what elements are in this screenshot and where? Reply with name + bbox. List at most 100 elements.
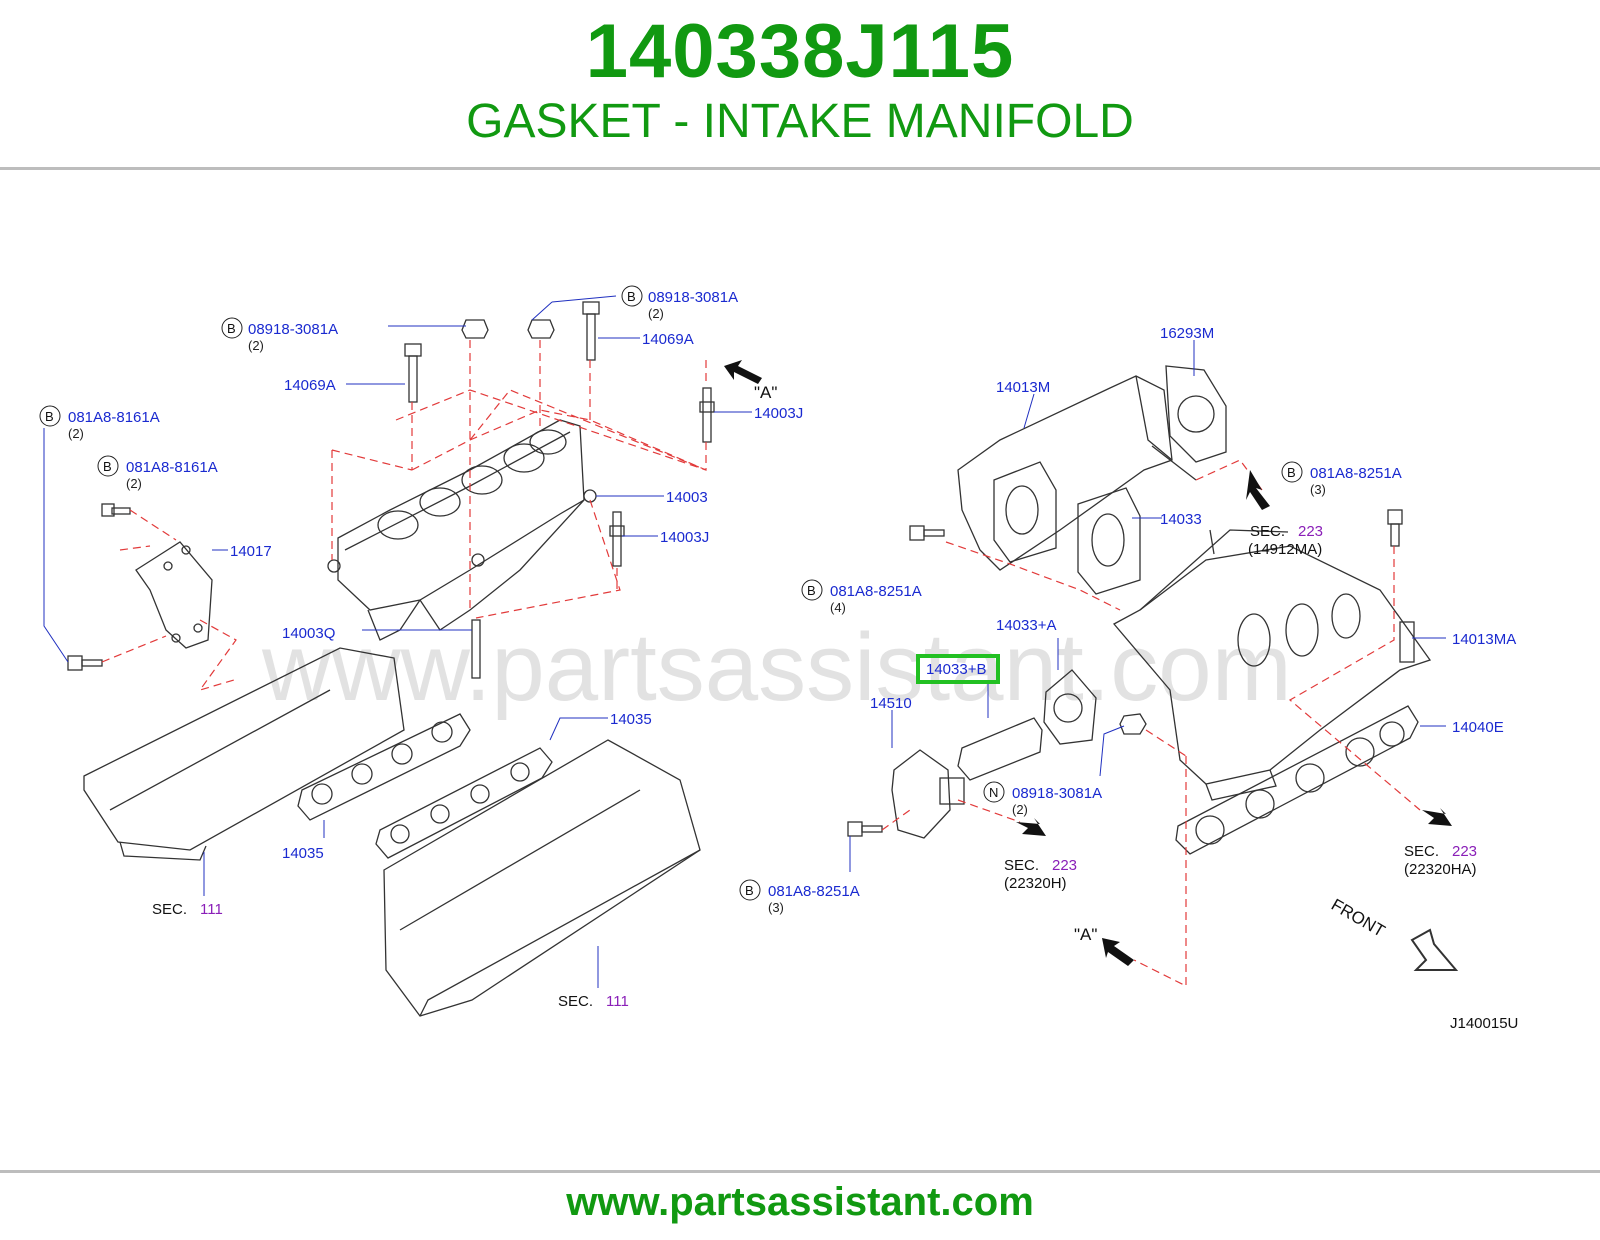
sec-223-a-ref: (14912MA) (1248, 541, 1322, 558)
sec-223-c-ref: (22320HA) (1404, 861, 1477, 878)
qty-081A8-8161A-1: (2) (68, 426, 84, 441)
svg-text:B: B (807, 583, 816, 598)
label-14069A-left[interactable]: 14069A (284, 377, 336, 394)
label-14033A[interactable]: 14033+A (996, 617, 1056, 634)
gasket-14033[interactable] (1077, 487, 1141, 595)
sec-223-c-word: SEC. (1404, 843, 1439, 860)
footer-divider (0, 1170, 1600, 1173)
sec-223-b-word: SEC. (1004, 857, 1039, 874)
label-081A8-8161A-1[interactable]: 081A8-8161A (68, 409, 160, 426)
qty-081A8-8251A-bot: (3) (768, 900, 784, 915)
svg-text:N: N (989, 785, 998, 800)
label-14040E[interactable]: 14040E (1452, 719, 1504, 736)
stud-14003J-top[interactable] (699, 387, 715, 443)
label-16293M[interactable]: 16293M (1160, 325, 1214, 342)
gasket-14033B[interactable] (957, 717, 1043, 781)
sec-223-b-ref: (22320H) (1004, 875, 1067, 892)
gasket-14033A[interactable] (1043, 669, 1097, 745)
bolt-081A8-8251A-bot[interactable] (847, 821, 883, 837)
label-14013M[interactable]: 14013M (996, 379, 1050, 396)
stud-14003J-mid[interactable] (609, 511, 625, 567)
front-label: FRONT (1328, 895, 1388, 941)
qty-081A8-8161A-2: (2) (126, 476, 142, 491)
svg-text:B: B (45, 409, 54, 424)
sec-223-a-number[interactable]: 223 (1298, 523, 1323, 540)
sec-111-bottom-number[interactable]: 111 (606, 993, 629, 1010)
nut-08918-right[interactable] (527, 319, 555, 339)
nut-08918-left[interactable] (461, 319, 489, 339)
svg-text:B: B (745, 883, 754, 898)
arrow-sec223-b (1016, 818, 1046, 836)
iacv-14510[interactable] (891, 749, 965, 839)
bolt-081A8-8161A-upper[interactable] (101, 503, 131, 517)
svg-text:B: B (1287, 465, 1296, 480)
label-08918-3081A-right[interactable]: 08918-3081A (648, 289, 738, 306)
label-08918-3081A-left[interactable]: 08918-3081A (248, 321, 338, 338)
page-header: 140338J115 GASKET - INTAKE MANIFOLD (0, 0, 1600, 168)
label-081A8-8251A-bot[interactable]: 081A8-8251A (768, 883, 860, 900)
label-14033B[interactable]: 14033+B (926, 661, 986, 678)
view-a-label-bottom: "A" (1074, 925, 1097, 944)
nut-08918-N[interactable] (1119, 713, 1147, 735)
header-divider (0, 167, 1600, 170)
label-14510[interactable]: 14510 (870, 695, 912, 712)
label-14003J-top[interactable]: 14003J (754, 405, 803, 422)
letter-b-circle: B B B B B B B (39, 285, 1303, 901)
bolt-081A8-8161A-lower[interactable] (67, 655, 103, 671)
exhaust-gasket-14035-left[interactable] (297, 713, 471, 821)
intake-manifold-14013MA[interactable] (1112, 529, 1432, 801)
bolt-14069A-top[interactable] (582, 301, 600, 361)
gasket-14033-upper[interactable] (993, 461, 1057, 563)
label-14035-left[interactable]: 14035 (282, 845, 324, 862)
qty-081A8-8251A-mid: (4) (830, 600, 846, 615)
part-name-subtitle: GASKET - INTAKE MANIFOLD (466, 95, 1134, 148)
label-081A8-8251A-mid[interactable]: 081A8-8251A (830, 583, 922, 600)
gasket-14040E[interactable] (1175, 705, 1419, 855)
view-a-label-top: "A" (754, 383, 777, 402)
arrow-front (1410, 928, 1459, 971)
sec-223-c-number[interactable]: 223 (1452, 843, 1477, 860)
bolt-081A8-8251A-mid[interactable] (909, 525, 945, 541)
stud-14003Q[interactable] (471, 619, 481, 679)
sec-111-bottom-word: SEC. (558, 993, 593, 1010)
label-14033[interactable]: 14033 (1160, 511, 1202, 528)
label-14003[interactable]: 14003 (666, 489, 708, 506)
intake-collector-14013M[interactable] (957, 375, 1197, 571)
label-081A8-8161A-2[interactable]: 081A8-8161A (126, 459, 218, 476)
cylinder-head-left[interactable] (83, 647, 405, 861)
label-14003Q[interactable]: 14003Q (282, 625, 335, 642)
label-14013MA[interactable]: 14013MA (1452, 631, 1516, 648)
bracket-14017[interactable] (135, 541, 213, 649)
arrow-view-a-top (724, 360, 762, 384)
label-081A8-8251A-top[interactable]: 081A8-8251A (1310, 465, 1402, 482)
svg-text:B: B (627, 289, 636, 304)
arrow-sec223-c (1422, 808, 1452, 826)
label-14017[interactable]: 14017 (230, 543, 272, 560)
footer-website-link[interactable]: www.partsassistant.com (566, 1180, 1034, 1224)
cylinder-head-right[interactable] (383, 739, 701, 1017)
intake-collector-left[interactable] (327, 419, 597, 641)
arrow-sec223-a (1246, 470, 1270, 510)
label-14003J-mid[interactable]: 14003J (660, 529, 709, 546)
sec-223-b-number[interactable]: 223 (1052, 857, 1077, 874)
label-14069A-top[interactable]: 14069A (642, 331, 694, 348)
sec-111-left-number[interactable]: 111 (200, 901, 223, 918)
gasket-16293M[interactable] (1165, 365, 1227, 463)
sec-223-a-word: SEC. (1250, 523, 1285, 540)
svg-text:B: B (103, 459, 112, 474)
bolt-081A8-8251A-top[interactable] (1387, 509, 1403, 547)
svg-text:B: B (227, 321, 236, 336)
part-number-title: 140338J115 (585, 9, 1015, 94)
sec-111-left-word: SEC. (152, 901, 187, 918)
bolt-14069A-left[interactable] (404, 343, 422, 403)
parts-diagram: www.partsassistant.com (39, 285, 1518, 1032)
qty-08918-3081A-left: (2) (248, 338, 264, 353)
highlight-14033B (916, 654, 1000, 684)
qty-081A8-8251A-top: (3) (1310, 482, 1326, 497)
arrow-view-a-bottom (1102, 938, 1134, 966)
qty-08918-3081A-right: (2) (648, 306, 664, 321)
letter-n-circle: N (983, 781, 1005, 803)
qty-08918-3081A-n: (2) (1012, 802, 1028, 817)
label-14035-right[interactable]: 14035 (610, 711, 652, 728)
label-08918-3081A-n[interactable]: 08918-3081A (1012, 785, 1102, 802)
